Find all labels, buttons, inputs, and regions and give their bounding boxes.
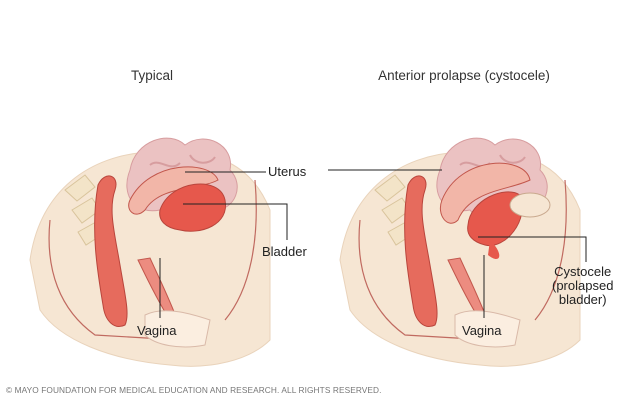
typical-title: Typical xyxy=(130,68,174,83)
vagina-label-typical: Vagina xyxy=(137,323,177,338)
prolapse-illustration xyxy=(339,137,581,368)
prolapse-title: Anterior prolapse (cystocele) xyxy=(378,68,550,83)
vagina-label-prolapse: Vagina xyxy=(462,323,502,338)
uterus-label: Uterus xyxy=(268,164,307,179)
typical-illustration xyxy=(29,137,271,368)
leader-lines xyxy=(159,169,587,318)
copyright-notice: © MAYO FOUNDATION FOR MEDICAL EDUCATION … xyxy=(6,385,382,395)
cystocele-label: Cystocele (prolapsed bladder) xyxy=(552,264,614,307)
bladder-label: Bladder xyxy=(262,244,307,259)
